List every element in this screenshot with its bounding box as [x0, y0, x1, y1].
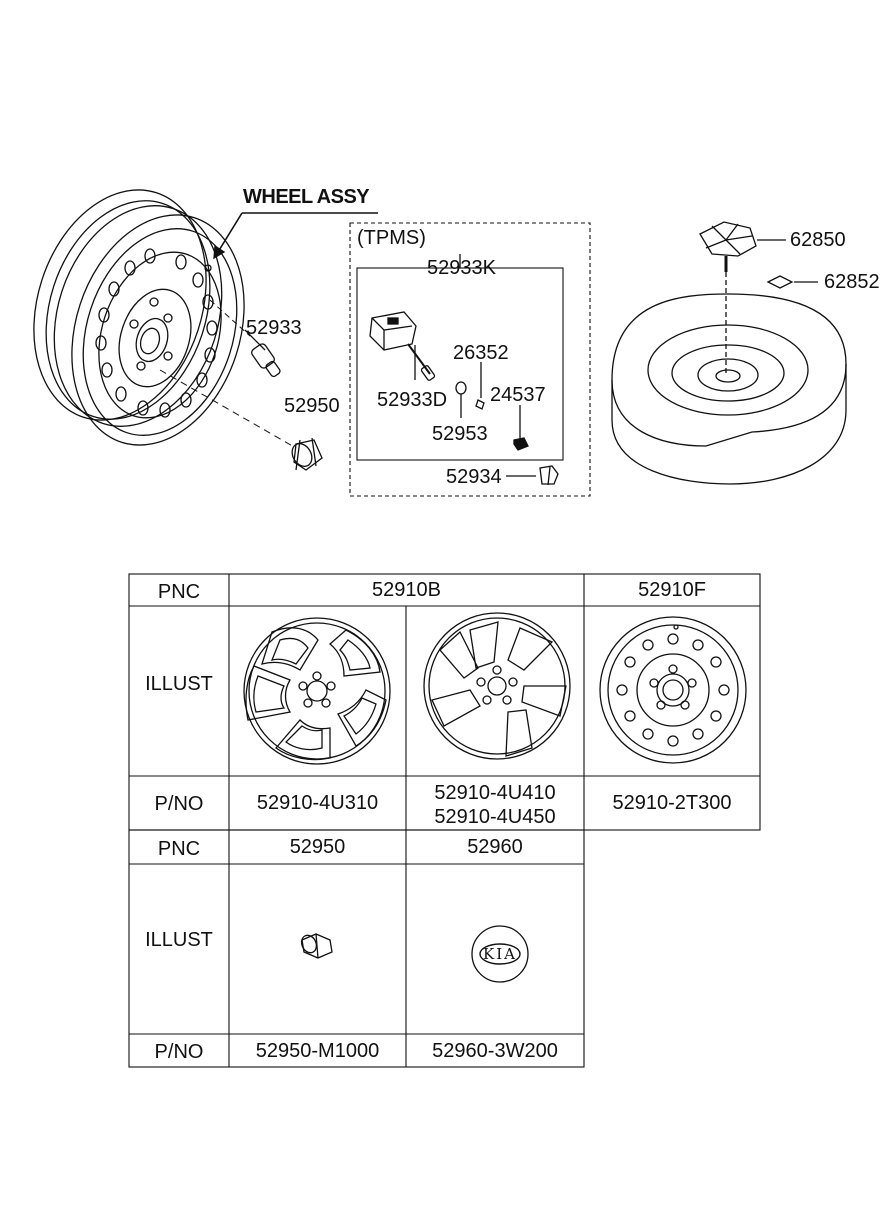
kia-emblem-illustration	[471, 925, 529, 983]
pno-52910-2t300: 52910-2T300	[612, 792, 732, 814]
part-52933-label: 52933	[246, 317, 302, 339]
steel-wheel-2t300-illustration	[599, 616, 747, 764]
tpms-sensor-illustration	[369, 311, 436, 381]
part-62850-label: 62850	[790, 229, 846, 251]
alloy-wheel-4u410-illustration	[423, 612, 571, 760]
row-header-pnc-2: PNC	[157, 838, 201, 860]
row-header-pno: P/NO	[154, 793, 204, 815]
row-header-illust: ILLUST	[145, 673, 213, 695]
row-header-illust-2: ILLUST	[145, 929, 213, 951]
steel-wheel-illustration	[33, 189, 245, 446]
part-62852-label: 62852	[824, 271, 880, 293]
tpms-label: (TPMS)	[357, 227, 426, 249]
hold-down-bolt-illustration	[699, 221, 757, 376]
pno-52910-4u450: 52910-4U450	[434, 806, 556, 828]
part-52933k-label: 52933K	[427, 257, 496, 279]
valve-stem-illustration	[244, 329, 281, 378]
alloy-wheel-4u310-illustration	[243, 617, 391, 765]
row-header-pno-2: P/NO	[154, 1041, 204, 1063]
pnc-52910b: 52910B	[372, 579, 441, 601]
spare-tire-illustration	[611, 293, 847, 485]
pno-52910-4u310: 52910-4U310	[256, 792, 379, 814]
row-header-pnc: PNC	[157, 581, 201, 603]
lug-nut-illustration	[291, 437, 323, 471]
part-52933d-label: 52933D	[377, 389, 448, 411]
pnc-52960: 52960	[467, 836, 523, 858]
pno-52950-m1000: 52950-M1000	[255, 1040, 380, 1062]
wheel-assy-label: WHEEL ASSY	[243, 186, 370, 208]
part-number-table	[128, 573, 761, 1068]
part-52950-label: 52950	[284, 395, 340, 417]
pno-52910-4u410: 52910-4U410	[434, 782, 556, 804]
lug-nut-table-illustration	[300, 933, 333, 959]
part-24537-label: 24537	[490, 384, 546, 406]
part-52953-label: 52953	[432, 423, 488, 445]
part-26352-label: 26352	[453, 342, 509, 364]
pno-52960-3w200: 52960-3W200	[432, 1040, 558, 1062]
part-52934-label: 52934	[446, 466, 502, 488]
pnc-52910f: 52910F	[638, 579, 706, 601]
pnc-52950: 52950	[289, 836, 346, 858]
kia-logo-text: KIA	[483, 945, 517, 963]
